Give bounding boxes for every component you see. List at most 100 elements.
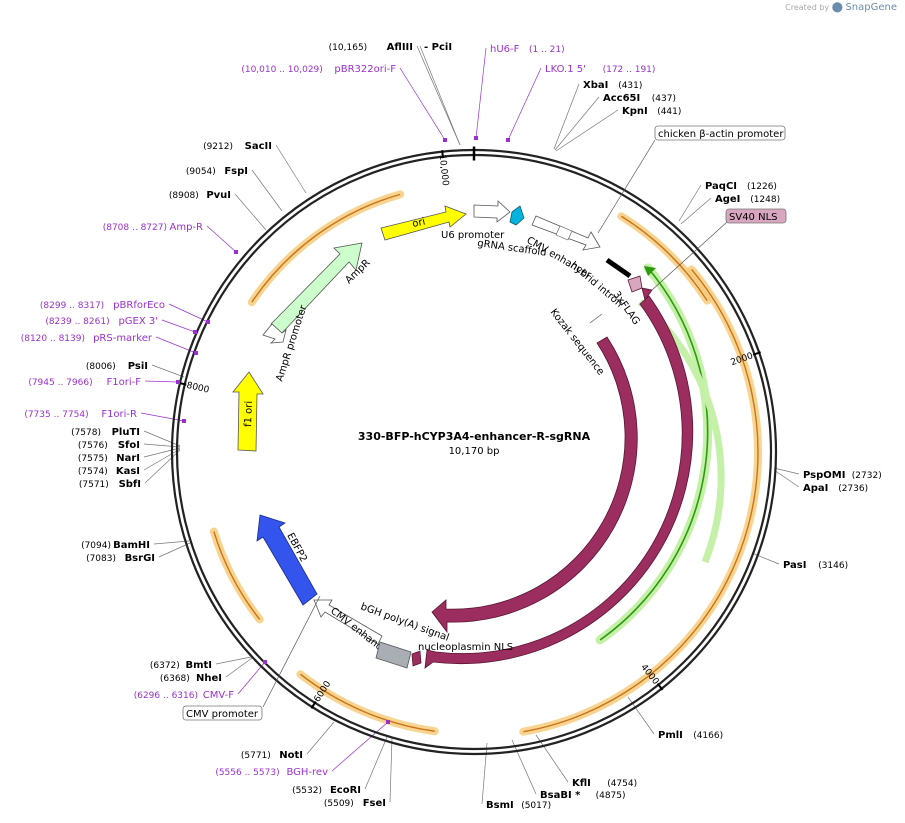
enzyme-site-name: SfoI <box>118 440 140 451</box>
enzyme-site-name: BsrGI <box>125 553 155 564</box>
credit-brand: SnapGene <box>845 2 897 13</box>
primer-site-name: pBRforEco <box>113 300 165 311</box>
enzyme-site: NarI (7575) <box>78 453 140 464</box>
enzyme-site-pos: (7574) <box>78 467 108 477</box>
ampr-promoter-arrow <box>262 323 287 344</box>
nucleoplasmin-nls-mark <box>411 650 422 667</box>
enzyme-site-pos: (7094) <box>81 541 111 551</box>
primer-site-name: F1ori-R <box>101 409 137 420</box>
chicken-b-actin-label: chicken β-actin promoter <box>658 129 784 140</box>
primer-site-pos: (5556 .. 5573) <box>215 768 279 778</box>
enzyme-site-leader <box>680 197 712 225</box>
orange-arc <box>620 215 708 301</box>
primer-mark <box>263 660 267 664</box>
enzyme-site-pos: (7083) <box>86 554 116 564</box>
primer-site-name: CMV-F <box>203 690 234 701</box>
plasmid-length: 10,170 bp <box>449 446 500 457</box>
enzyme-site-name: PspOMI <box>803 470 845 481</box>
primer-mark <box>194 351 198 355</box>
enzyme-site-leader <box>225 657 253 678</box>
enzyme-site: FseI(5509) <box>324 798 386 809</box>
enzyme-site-leader <box>416 45 461 146</box>
primer-site-pos: (8708 .. 8727) <box>103 223 167 233</box>
enzyme-site: SfoI(7576) <box>78 440 140 451</box>
ampr-arrow <box>270 242 363 334</box>
enzyme-site: PluTI(7578) <box>71 427 140 438</box>
cas9-inner-arrow <box>431 336 638 634</box>
enzyme-site: KpnI(441) <box>622 106 681 117</box>
enzyme-site: XbaI (431) <box>583 80 642 91</box>
primer-site-pos: (7735 .. 7754) <box>24 410 88 420</box>
enzyme-site-leader <box>678 184 702 222</box>
enzyme-site: ApaI(2736) <box>803 483 868 494</box>
enzyme-site-name: BamHI <box>113 540 150 551</box>
enzyme-site: PvuI(8908) <box>169 190 231 201</box>
cas9-inner-label: Cas9 <box>620 534 641 561</box>
enzyme-site-pos: (7578) <box>71 428 101 438</box>
cmv-promoter-label: CMV promoter <box>186 709 259 720</box>
enzyme-site: KflI(4754) <box>572 778 637 789</box>
enzyme-site: PmlI(4166) <box>658 730 723 741</box>
enzyme-site-leader <box>143 447 181 458</box>
enzyme-site-name: FspI <box>224 166 248 177</box>
hybrid-intron-bar <box>605 257 632 279</box>
enzyme-site: - PciI <box>424 42 452 53</box>
grna-scaffold-arrow <box>509 205 525 226</box>
enzyme-site-leader <box>773 467 800 475</box>
primer-site-name: pGEX 3' <box>118 316 158 327</box>
primer-site-name: pRS-marker <box>93 333 153 344</box>
enzyme-site-pos: (6368) <box>160 674 190 684</box>
primer-site-leader <box>168 303 209 323</box>
enzyme-site-leader <box>364 736 388 790</box>
scale-tick <box>310 700 317 709</box>
enzyme-site-leader <box>555 109 619 152</box>
enzyme-site-pos: (431) <box>618 81 642 91</box>
enzyme-site-pos: (9212) <box>203 142 233 152</box>
primer-mark <box>176 380 180 384</box>
enzyme-site-name: NarI <box>116 453 140 464</box>
enzyme-site: PsiI(8006) <box>86 361 148 372</box>
enzyme-site: NotI(5771) <box>241 750 303 761</box>
plasmid-title: 330-BFP-hCYP3A4-enhancer-R-sgRNA <box>358 430 591 443</box>
enzyme-site-pos: (8908) <box>169 191 199 201</box>
enzyme-site: KasI(7574) <box>78 466 140 477</box>
primer-site-name: BGH-rev <box>286 767 328 778</box>
enzyme-site-name: PmlI <box>658 730 683 741</box>
enzyme-site-name: XbaI <box>583 80 608 91</box>
enzyme-site: PaqCI(1226) <box>705 181 777 192</box>
enzyme-site-pos: (7575) <box>78 454 108 464</box>
primer-site: pGEX 3' (8239 .. 8261) <box>45 316 158 327</box>
cmv-enhancer-bottom-arrow <box>313 599 383 645</box>
f1-ori-label: f1 ori <box>243 401 255 427</box>
primer-site-pos: (8239 .. 8261) <box>45 317 109 327</box>
enzyme-site-pos: (7571) <box>79 480 109 490</box>
credit-prefix: Created by <box>785 3 830 12</box>
enzyme-site-leader <box>773 469 800 488</box>
enzyme-site-leader <box>143 430 181 447</box>
enzyme-site-pos: (6372) <box>150 661 180 671</box>
primer-site-leader <box>140 412 185 422</box>
primer-site-name: hU6-F <box>490 44 520 55</box>
orange-arc <box>299 673 435 732</box>
primer-site-name: Amp-R <box>170 222 204 233</box>
primer-site-leader <box>144 380 179 383</box>
enzyme-site-name: PasI <box>783 560 806 571</box>
primer-mark <box>234 250 238 254</box>
primer-mark <box>443 138 447 142</box>
primer-site-leader <box>206 225 237 253</box>
enzyme-site-leader <box>511 739 537 795</box>
primer-site-leader <box>399 67 446 141</box>
enzyme-site: PasI(3146) <box>783 560 848 571</box>
enzyme-site-leader <box>143 448 181 471</box>
primer-mark <box>206 320 210 324</box>
cas9-outer-arrow <box>424 295 694 669</box>
enzyme-site: Acc65I(437) <box>603 93 676 104</box>
u6-promoter-arrow <box>473 200 511 223</box>
primer-site-name: LKO.1 5' <box>545 64 586 75</box>
enzyme-site-pos: (437) <box>652 94 676 104</box>
enzyme-site-leader <box>251 169 283 212</box>
primer-site-pos: (10,010 .. 10,029) <box>241 65 322 75</box>
primer-site-leader <box>475 47 487 139</box>
enzyme-site: NheI(6368) <box>160 673 222 684</box>
enzyme-site-leader <box>535 734 569 783</box>
